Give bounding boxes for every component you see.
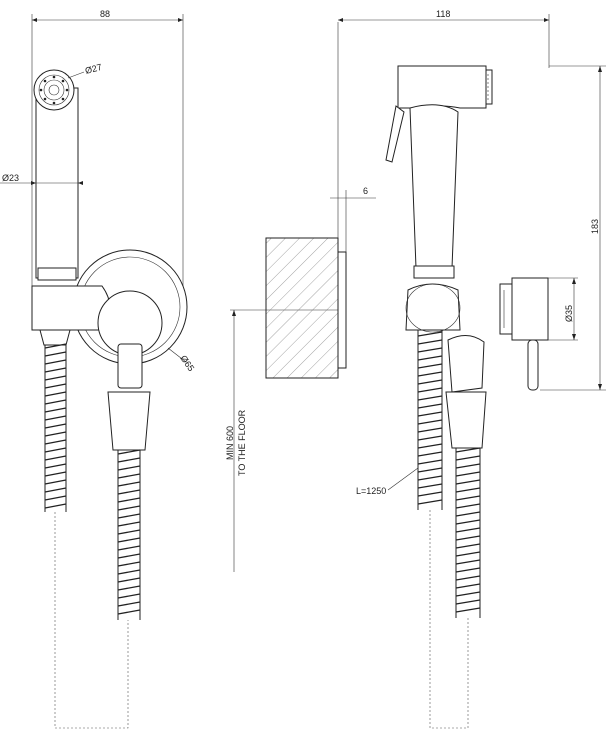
dim-front-width: 88 <box>31 9 184 300</box>
spray-head-icon <box>33 69 75 111</box>
dim-wall-offset: 6 <box>330 22 376 252</box>
trigger-lever-icon <box>385 105 405 163</box>
side-hose-right <box>455 447 481 613</box>
dim-handle-diameter: Ø23 <box>2 173 19 183</box>
front-view: 88 Ø27 Ø23 <box>0 9 196 729</box>
side-handset-head <box>397 65 487 109</box>
dim-side-height: 183 <box>540 65 606 391</box>
dim-valve-diameter: Ø35 <box>564 305 574 322</box>
dim-head-diameter: Ø27 <box>84 62 103 76</box>
dim-side-width-label: 118 <box>436 9 450 19</box>
wall-section <box>265 237 347 379</box>
dim-wall-offset-label: 6 <box>363 186 368 196</box>
min-height-line2: TO THE FLOOR <box>237 409 247 476</box>
dim-holder-diameter: Ø65 <box>178 353 196 373</box>
side-view: 118 L=1250 <box>338 9 550 729</box>
side-hose-left <box>417 331 443 505</box>
holder-icon <box>31 249 188 389</box>
hose-right <box>117 449 141 615</box>
hose-left <box>44 343 67 509</box>
dim-hose-length: L=1250 <box>356 486 386 496</box>
dim-side-height-label: 183 <box>590 219 600 234</box>
valve-detail: Ø35 <box>499 277 578 391</box>
min-height-line1: MIN 600 <box>225 426 235 460</box>
side-holder-icon <box>405 283 461 333</box>
dim-front-width-label: 88 <box>100 9 110 19</box>
dim-side-width: 118 <box>338 9 550 68</box>
